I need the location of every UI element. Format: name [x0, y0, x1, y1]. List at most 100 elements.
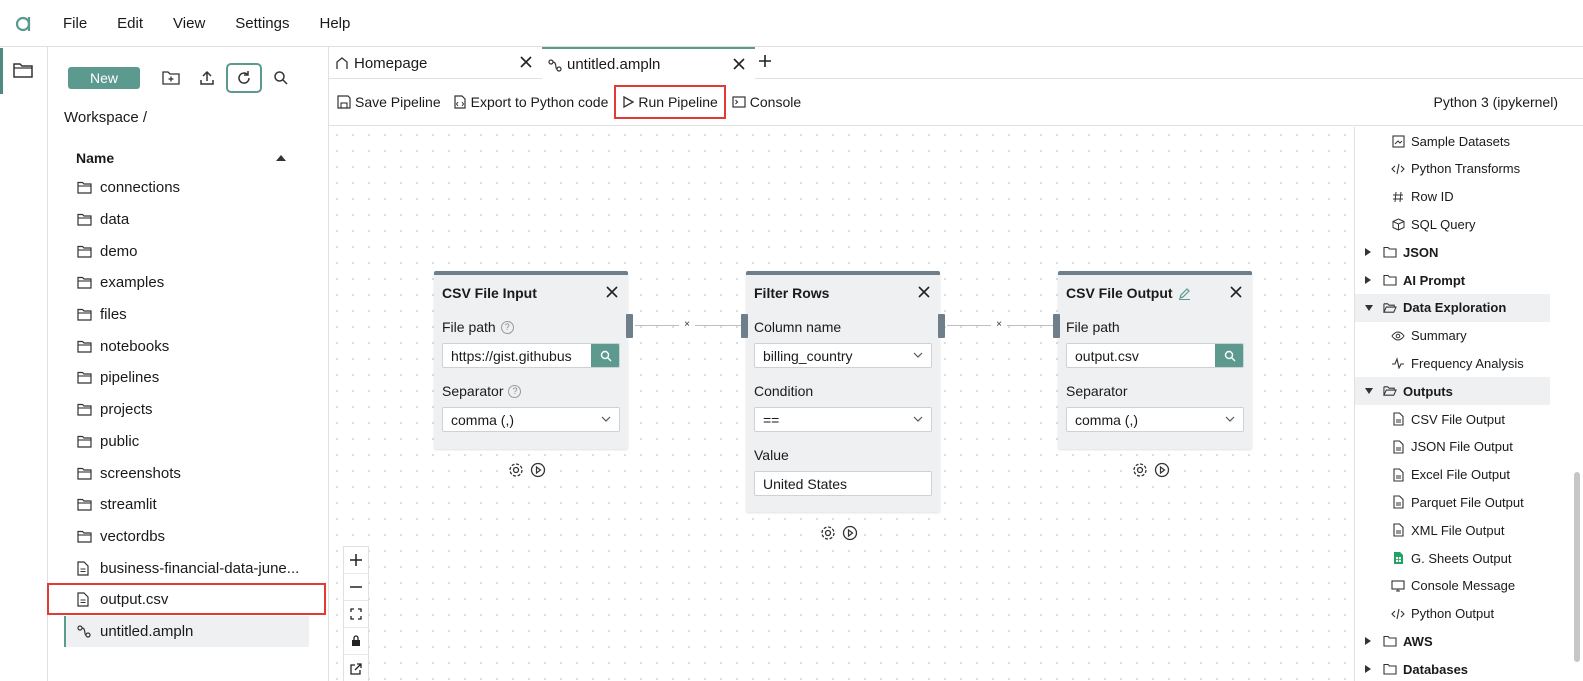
save-pipeline-button[interactable]: Save Pipeline — [331, 85, 447, 119]
component-item[interactable]: Row ID — [1355, 183, 1555, 211]
menu-edit[interactable]: Edit — [117, 14, 144, 32]
edge-remove-button[interactable]: × — [991, 318, 1007, 332]
name-column-header[interactable]: Name — [76, 150, 286, 166]
fit-view-icon[interactable] — [344, 601, 368, 628]
tab-homepage[interactable]: Homepage — [329, 47, 542, 79]
upload-icon[interactable] — [190, 63, 224, 93]
input-handle[interactable] — [741, 314, 748, 338]
file-list-item[interactable]: notebooks — [64, 330, 309, 362]
component-item[interactable]: Console Message — [1355, 572, 1555, 600]
refresh-icon[interactable] — [226, 63, 262, 93]
file-list-item[interactable]: vectordbs — [64, 521, 309, 553]
condition-select[interactable]: == — [754, 407, 932, 432]
component-item[interactable]: Parquet File Output — [1355, 488, 1555, 516]
tab-untitled-ampln[interactable]: untitled.ampln — [542, 47, 755, 80]
separator-select[interactable]: comma (,) — [442, 407, 620, 432]
zoom-out-icon[interactable] — [344, 574, 368, 601]
component-group[interactable]: Databases — [1355, 655, 1555, 681]
component-item[interactable]: JSON File Output — [1355, 433, 1555, 461]
pipeline-canvas[interactable]: × × CSV File Input File path? https://gi… — [329, 127, 1354, 681]
file-list-item[interactable]: files — [64, 299, 309, 331]
breadcrumb[interactable]: Workspace / — [64, 109, 148, 126]
node-csv-file-output[interactable]: CSV File Output File path output.csv Sep… — [1058, 271, 1252, 449]
zoom-in-icon[interactable] — [344, 547, 368, 574]
output-handle[interactable] — [626, 314, 633, 338]
file-list-item[interactable]: output.csv — [64, 584, 309, 616]
caret-right-icon[interactable] — [1365, 276, 1383, 284]
component-item[interactable]: XML File Output — [1355, 516, 1555, 544]
component-group[interactable]: JSON — [1355, 238, 1555, 266]
menu-help[interactable]: Help — [319, 14, 351, 32]
kernel-status[interactable]: Python 3 (ipykernel) — [1433, 94, 1558, 110]
caret-down-icon[interactable] — [1365, 388, 1383, 395]
component-item[interactable]: Python Output — [1355, 600, 1555, 628]
component-item[interactable]: Sample Datasets — [1355, 127, 1555, 155]
caret-right-icon[interactable] — [1365, 637, 1383, 646]
file-browser-icon[interactable] — [12, 60, 34, 80]
component-item[interactable]: G. Sheets Output — [1355, 544, 1555, 572]
edge-remove-button[interactable]: × — [679, 318, 695, 332]
settings-gear-icon[interactable] — [1132, 462, 1148, 478]
file-list-item[interactable]: business-financial-data-june... — [64, 552, 309, 584]
output-handle[interactable] — [938, 314, 945, 338]
scrollbar[interactable] — [1574, 472, 1580, 662]
file-list-item[interactable]: pipelines — [64, 362, 309, 394]
column-name-select[interactable]: billing_country — [754, 343, 932, 368]
component-item[interactable]: Excel File Output — [1355, 461, 1555, 489]
component-group[interactable]: Outputs — [1355, 377, 1550, 406]
node-filter-rows[interactable]: Filter Rows Column name billing_country … — [746, 271, 940, 512]
file-list-item[interactable]: data — [64, 204, 309, 236]
new-folder-icon[interactable] — [154, 63, 188, 93]
component-item[interactable]: Python Transforms — [1355, 155, 1555, 183]
caret-right-icon[interactable] — [1365, 248, 1383, 257]
search-icon[interactable] — [264, 63, 298, 93]
help-icon[interactable]: ? — [500, 320, 514, 334]
component-item[interactable]: Frequency Analysis — [1355, 349, 1555, 377]
lock-icon[interactable] — [344, 628, 368, 655]
file-list-item[interactable]: screenshots — [64, 457, 309, 489]
menu-settings[interactable]: Settings — [235, 14, 290, 32]
menu-view[interactable]: View — [173, 14, 206, 32]
file-list-item[interactable]: examples — [64, 267, 309, 299]
component-group[interactable]: AI Prompt — [1355, 266, 1555, 294]
caret-down-icon[interactable] — [1365, 304, 1383, 311]
value-input[interactable]: United States — [754, 471, 932, 496]
close-icon[interactable] — [520, 56, 532, 68]
file-list-item[interactable]: untitled.ampln — [64, 615, 309, 648]
settings-gear-icon[interactable] — [820, 525, 836, 541]
file-path-input[interactable]: output.csv — [1066, 343, 1244, 368]
component-group[interactable]: AWS — [1355, 627, 1555, 655]
settings-gear-icon[interactable] — [508, 462, 524, 478]
open-external-icon[interactable] — [344, 655, 368, 681]
close-icon[interactable] — [733, 58, 745, 70]
run-node-icon[interactable] — [1154, 462, 1170, 478]
run-node-icon[interactable] — [530, 462, 546, 478]
component-item[interactable]: SQL Query — [1355, 210, 1555, 238]
file-list-item[interactable]: connections — [64, 172, 309, 204]
console-button[interactable]: Console — [726, 85, 807, 119]
input-handle[interactable] — [1053, 314, 1060, 338]
new-button[interactable]: New — [68, 67, 140, 89]
file-list-item[interactable]: streamlit — [64, 489, 309, 521]
browse-search-icon[interactable] — [591, 344, 619, 367]
edit-pencil-icon[interactable] — [1178, 287, 1191, 300]
node-csv-file-input[interactable]: CSV File Input File path? https://gist.g… — [434, 271, 628, 449]
add-tab-icon[interactable] — [758, 54, 772, 68]
menu-file[interactable]: File — [63, 14, 88, 32]
file-path-input[interactable]: https://gist.githubus — [442, 343, 620, 368]
caret-right-icon[interactable] — [1365, 665, 1383, 674]
file-list-item[interactable]: demo — [64, 235, 309, 267]
close-icon[interactable] — [606, 286, 618, 298]
file-list-item[interactable]: projects — [64, 394, 309, 426]
run-node-icon[interactable] — [842, 525, 858, 541]
file-list-item[interactable]: public — [64, 426, 309, 458]
close-icon[interactable] — [918, 286, 930, 298]
separator-select[interactable]: comma (,) — [1066, 407, 1244, 432]
component-item[interactable]: CSV File Output — [1355, 405, 1555, 433]
export-python-button[interactable]: Export to Python code — [447, 85, 615, 119]
help-icon[interactable]: ? — [508, 384, 522, 398]
close-icon[interactable] — [1230, 286, 1242, 298]
component-item[interactable]: Summary — [1355, 322, 1555, 350]
run-pipeline-button[interactable]: Run Pipeline — [614, 85, 726, 119]
browse-search-icon[interactable] — [1215, 344, 1243, 367]
